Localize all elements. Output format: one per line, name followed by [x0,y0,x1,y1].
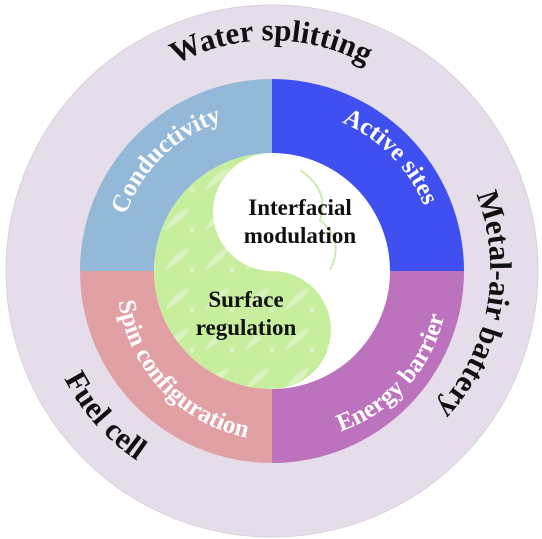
yin-yang-leaf-texture [154,153,331,389]
center-label-modulation: modulation [244,223,357,248]
yin-yang-symbol [154,153,390,389]
center-label-interfacial: Interfacial [248,195,351,220]
center-label-regulation: regulation [196,315,297,340]
vine-decoration [299,169,337,271]
yin-yang-dot-lower [258,316,286,344]
yin-yang-dot-upper [258,198,286,226]
center-label-surface: Surface [208,287,283,312]
